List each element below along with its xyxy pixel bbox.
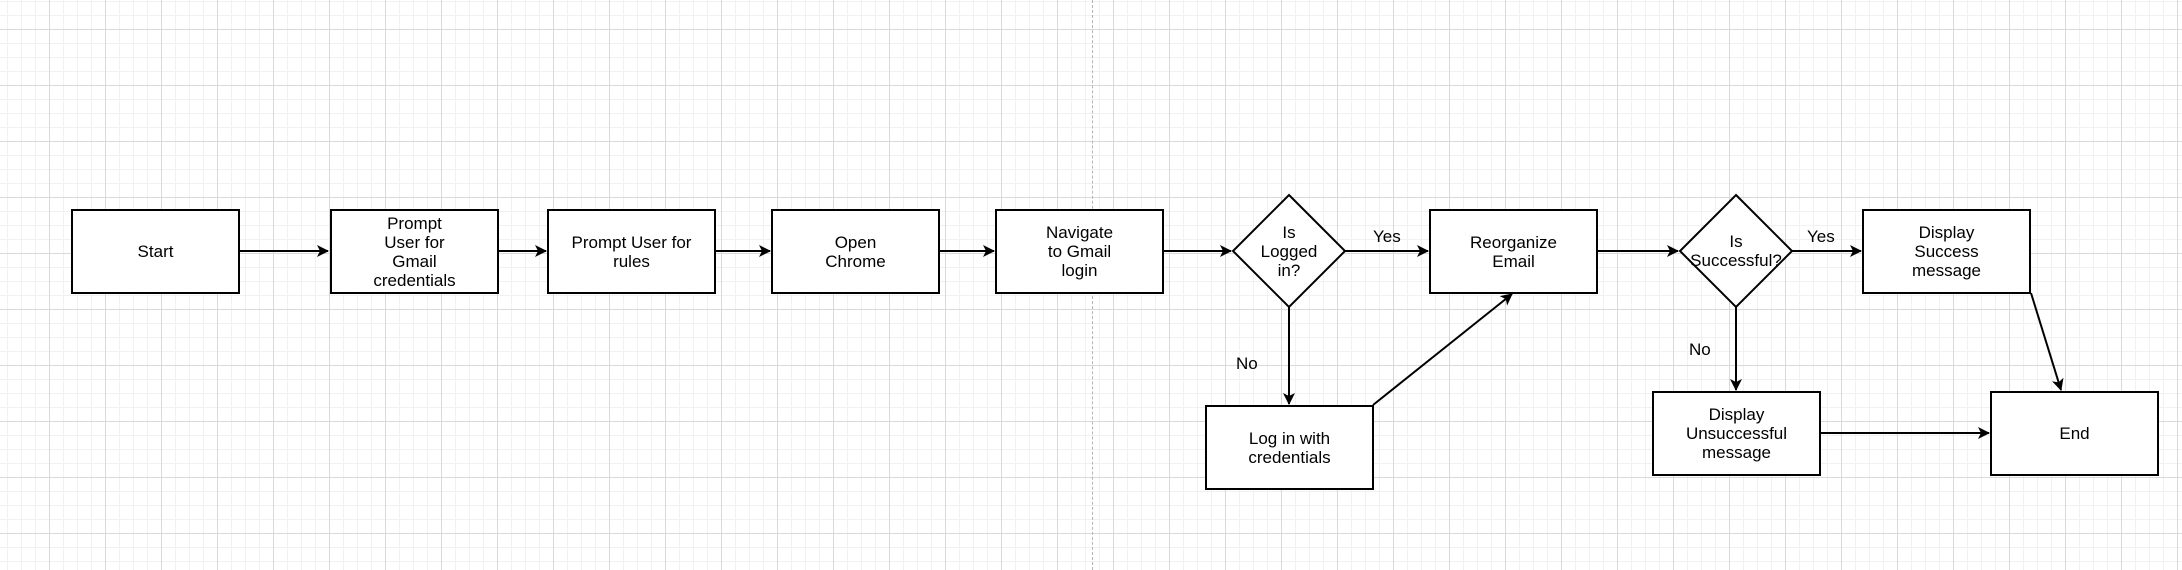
node-is-logged-in-label: Is Logged in? — [1260, 222, 1318, 280]
node-log-in-label: Log in with credentials — [1248, 428, 1331, 467]
node-is-logged-in[interactable]: Is Logged in? — [1233, 195, 1345, 307]
node-prompt-rules-label: Prompt User for rules — [571, 232, 692, 271]
node-display-success[interactable]: Display Success message — [1862, 209, 2031, 294]
node-start[interactable]: Start — [71, 209, 240, 294]
node-navigate-login-label: Navigate to Gmail login — [1045, 223, 1114, 280]
node-display-unsuccessful-label: Display Unsuccessful message — [1685, 405, 1788, 462]
node-open-chrome-label: Open Chrome — [825, 232, 886, 271]
node-prompt-rules[interactable]: Prompt User for rules — [547, 209, 716, 294]
edge-log-in-to-reorganize — [1372, 293, 1513, 406]
edge-label-logged-no: No — [1236, 354, 1258, 373]
edge-label-success-yes: Yes — [1807, 227, 1835, 246]
edge-display-success-to-end — [2030, 292, 2064, 391]
node-is-successful[interactable]: Is Successful? — [1680, 195, 1792, 307]
node-prompt-credentials[interactable]: Prompt User for Gmail credentials — [330, 209, 499, 294]
node-display-success-label: Display Success message — [1912, 223, 1981, 280]
node-reorganize-email[interactable]: Reorganize Email — [1429, 209, 1598, 294]
node-open-chrome[interactable]: Open Chrome — [771, 209, 940, 294]
node-end-label: End — [2059, 424, 2090, 443]
edge-label-success-no: No — [1689, 340, 1711, 359]
node-prompt-credentials-label: Prompt User for Gmail credentials — [373, 213, 456, 290]
edge-label-logged-yes: Yes — [1373, 227, 1401, 246]
node-navigate-login[interactable]: Navigate to Gmail login — [995, 209, 1164, 294]
node-display-unsuccessful[interactable]: Display Unsuccessful message — [1652, 391, 1821, 476]
node-log-in[interactable]: Log in with credentials — [1205, 405, 1374, 490]
node-start-label: Start — [137, 242, 174, 261]
node-reorganize-email-label: Reorganize Email — [1470, 232, 1557, 271]
node-end[interactable]: End — [1990, 391, 2159, 476]
node-is-successful-label: Is Successful? — [1690, 232, 1782, 270]
